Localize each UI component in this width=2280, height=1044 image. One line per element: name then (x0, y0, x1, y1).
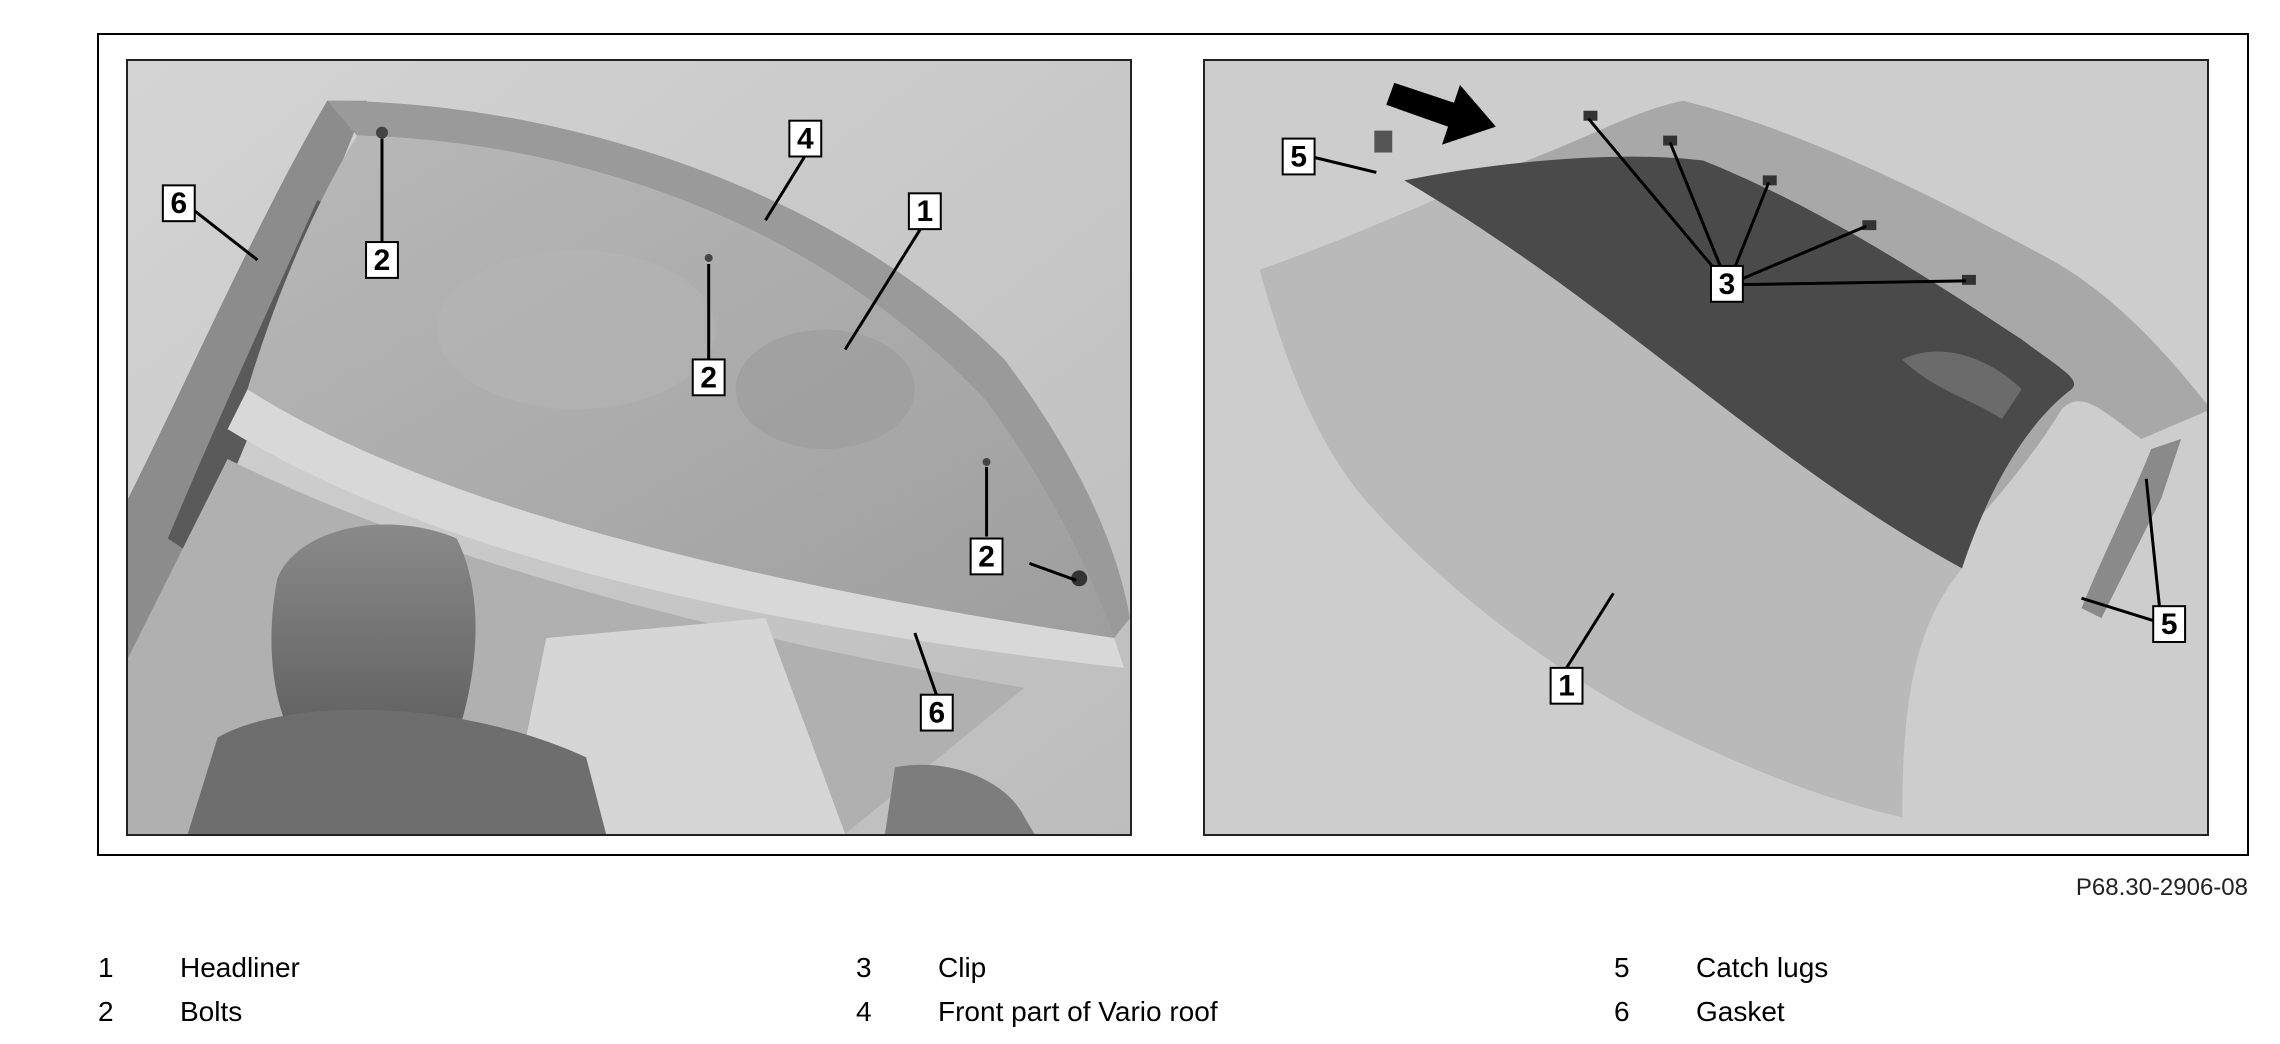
legend-label: Headliner (180, 952, 300, 983)
left-callout-label: 2 (700, 361, 717, 394)
legend-label: Front part of Vario roof (938, 996, 1218, 1027)
left-callout-label: 6 (170, 187, 187, 220)
left-callout-label: 2 (978, 540, 995, 573)
legend-number: 3 (856, 952, 872, 983)
figure-reference-code: P68.30-2906-08 (2075, 874, 2248, 901)
left-callout-label: 6 (928, 697, 945, 730)
legend-number: 5 (1614, 952, 1630, 983)
left-callout-label: 1 (917, 195, 934, 228)
legend-label: Gasket (1696, 996, 1785, 1027)
headliner-removed-photo: 5 3 5 1 (1203, 59, 2209, 836)
legend-item: 4 Front part of Vario roof (856, 992, 1556, 1032)
legend-item: 5 Catch lugs (1614, 948, 2214, 988)
legend-item: 3 Clip (856, 948, 1556, 988)
right-callout-label: 1 (1558, 670, 1575, 703)
legend-number: 6 (1614, 996, 1630, 1027)
legend-item: 2 Bolts (98, 992, 698, 1032)
legend-number: 2 (98, 996, 114, 1027)
right-callout-label: 5 (1290, 140, 1307, 173)
legend-label: Clip (938, 952, 987, 983)
left-callout-label: 4 (797, 123, 814, 156)
right-callout-label: 3 (1719, 268, 1736, 301)
parts-legend: 1 Headliner 2 Bolts 3 Clip 4 Front part … (0, 936, 2280, 1036)
legend-item: 1 Headliner (98, 948, 698, 988)
figure-frame: 6 2 4 1 2 2 6 (97, 33, 2249, 856)
legend-number: 4 (856, 996, 872, 1027)
headliner-installed-photo: 6 2 4 1 2 2 6 (126, 59, 1132, 836)
legend-item: 6 Gasket (1614, 992, 2214, 1032)
legend-number: 1 (98, 952, 114, 983)
legend-label: Catch lugs (1696, 952, 1829, 983)
right-callout-label: 5 (2161, 608, 2178, 641)
left-callout-label: 2 (374, 244, 391, 277)
legend-label: Bolts (180, 996, 243, 1027)
